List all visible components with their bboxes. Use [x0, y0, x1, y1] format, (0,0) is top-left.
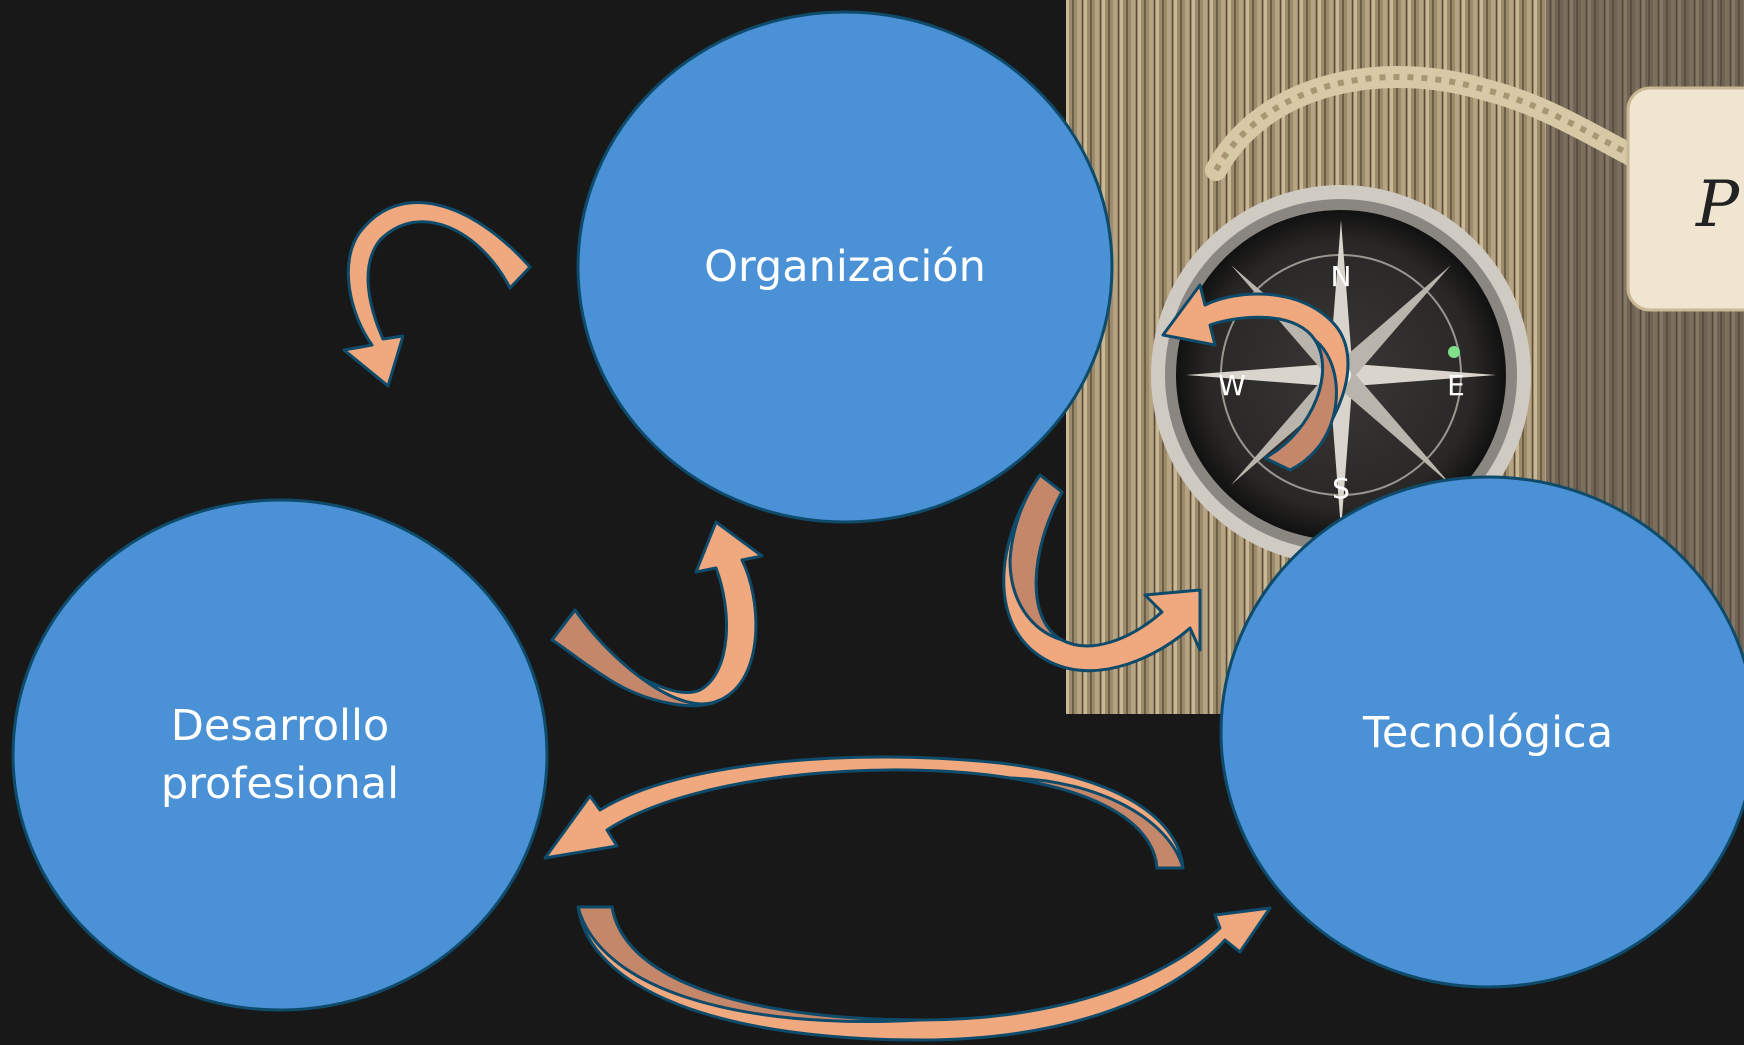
svg-text:N: N — [1331, 260, 1352, 293]
node-label-organizacion: Organización — [645, 238, 1045, 296]
arrow-desarrollo-to-tecnologica — [576, 905, 1272, 1042]
label-line: Tecnológica — [1362, 708, 1614, 758]
svg-text:E: E — [1447, 369, 1465, 402]
node-desarrollo — [11, 498, 549, 1012]
arrow-desarrollo-to-organizacion — [550, 520, 764, 706]
node-label-tecnologica: Tecnológica — [1288, 704, 1688, 762]
node-organizacion — [576, 10, 1114, 524]
label-line: Organización — [704, 242, 986, 292]
arrow-organizacion-to-desarrollo — [342, 201, 532, 388]
tag-card: P — [1626, 86, 1744, 312]
label-line: Desarrollo — [170, 701, 390, 751]
svg-text:S: S — [1332, 472, 1350, 505]
arrow-tecnologica-to-desarrollo — [543, 755, 1185, 870]
tag-text: P — [1695, 168, 1740, 242]
node-tecnologica — [1219, 475, 1744, 989]
svg-text:W: W — [1218, 369, 1246, 402]
label-line: profesional — [160, 759, 400, 809]
node-label-desarrollo: Desarrollo profesional — [80, 697, 480, 813]
